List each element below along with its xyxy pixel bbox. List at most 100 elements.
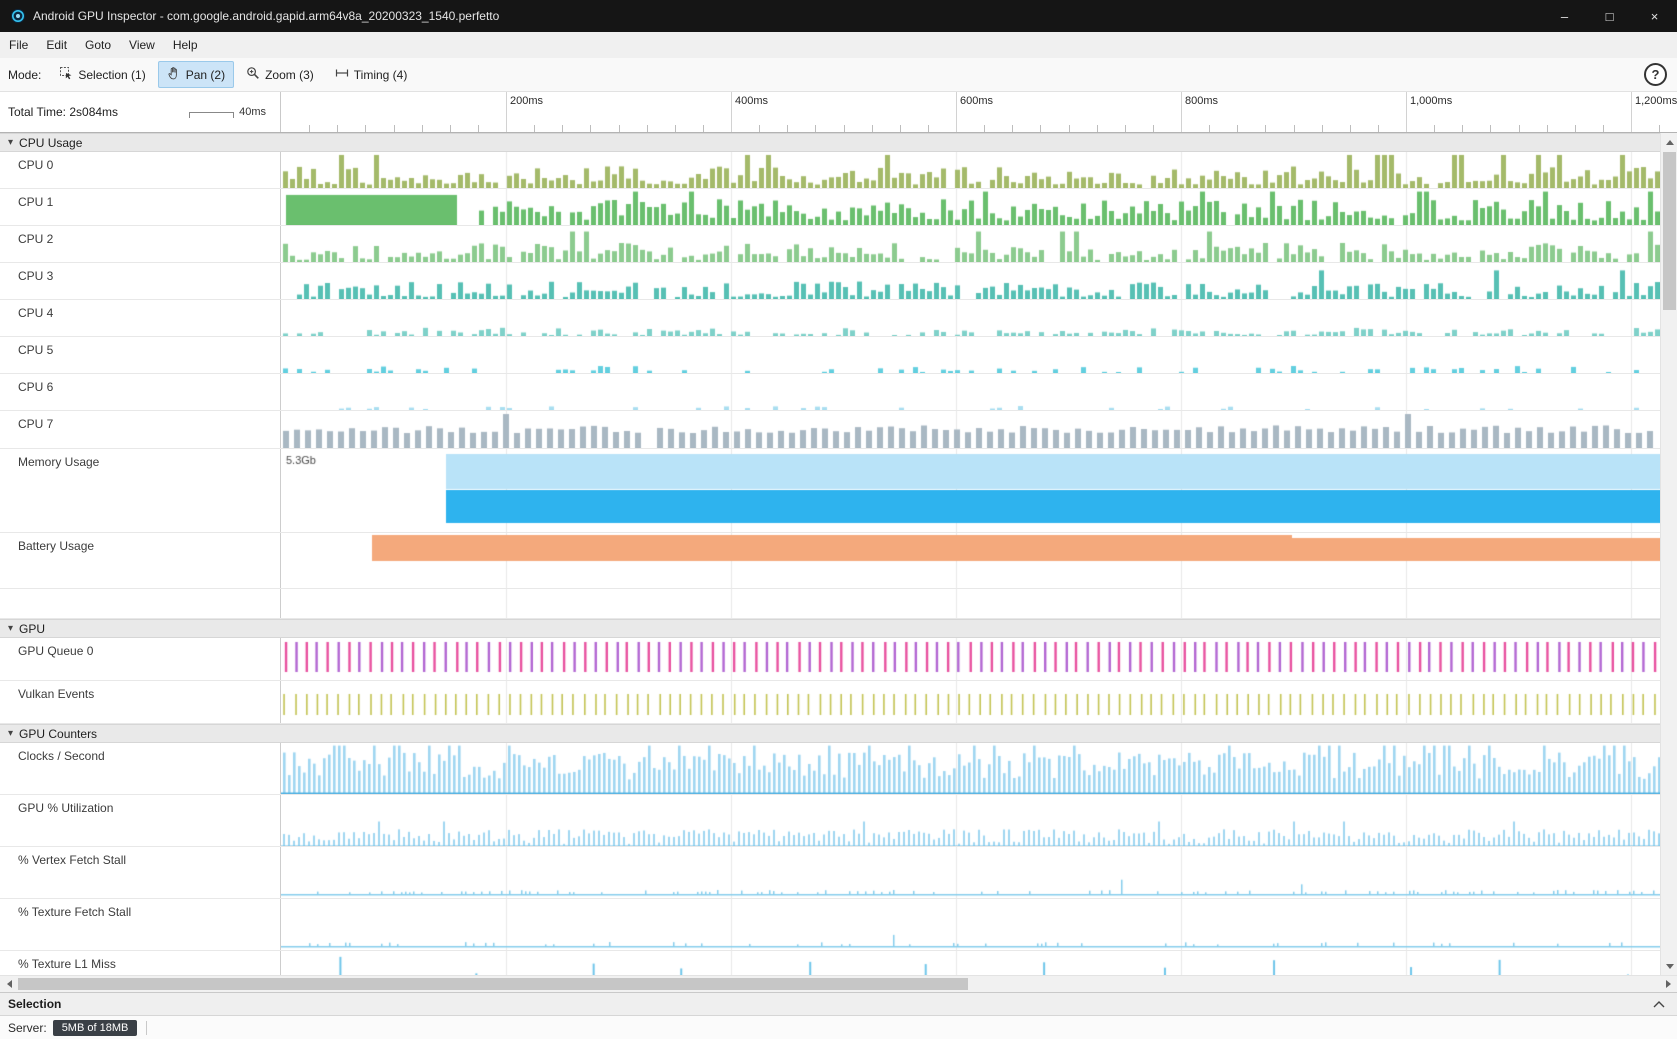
track-plot-cpu-2[interactable] xyxy=(280,226,1677,262)
track-row-memory-usage[interactable]: Memory Usage xyxy=(0,449,1677,533)
group-header-gpu[interactable]: ▾GPU xyxy=(0,619,1677,638)
track-canvas[interactable] xyxy=(281,847,1661,898)
track-canvas[interactable] xyxy=(281,263,1661,299)
menu-goto[interactable]: Goto xyxy=(85,38,112,52)
track-row-cpu-5[interactable]: CPU 5 xyxy=(0,337,1677,374)
mode-timing-button[interactable]: Timing (4) xyxy=(326,61,417,88)
track-canvas[interactable] xyxy=(281,226,1661,262)
minimize-button[interactable]: – xyxy=(1560,8,1569,24)
track-plot-gpu-queue-0[interactable] xyxy=(280,638,1677,680)
track-canvas[interactable] xyxy=(281,951,1661,975)
track-plot-memory-usage[interactable] xyxy=(280,449,1677,532)
track-row-texture-fetch-stall[interactable]: % Texture Fetch Stall xyxy=(0,899,1677,951)
track-row-texture-l1-miss[interactable]: % Texture L1 Miss xyxy=(0,951,1677,975)
arrow-right-icon xyxy=(1665,980,1675,988)
track-plot-cpu-6[interactable] xyxy=(280,374,1677,410)
track-canvas[interactable] xyxy=(281,795,1661,846)
track-row-cpu-7[interactable]: CPU 7 xyxy=(0,411,1677,449)
expand-selection-button[interactable] xyxy=(1653,1000,1665,1008)
ruler-gridline xyxy=(1631,92,1632,132)
maximize-button[interactable]: □ xyxy=(1605,8,1614,24)
mode-pan-button[interactable]: Pan (2) xyxy=(157,61,235,88)
ruler-minor-tick xyxy=(477,125,479,132)
track-plot-texture-fetch-stall[interactable] xyxy=(280,899,1677,950)
track-row-cpu-6[interactable]: CPU 6 xyxy=(0,374,1677,411)
track-canvas[interactable] xyxy=(281,533,1661,588)
ruler-minor-tick xyxy=(899,125,901,132)
track-label: Clocks / Second xyxy=(18,749,105,763)
track-row-cpu-2[interactable]: CPU 2 xyxy=(0,226,1677,263)
scroll-left-button[interactable] xyxy=(0,976,17,992)
track-plot-cpu-5[interactable] xyxy=(280,337,1677,373)
track-row-gpu-queue-0[interactable]: GPU Queue 0 xyxy=(0,638,1677,681)
track-canvas[interactable] xyxy=(281,300,1661,336)
ruler-minor-tick xyxy=(534,125,536,132)
track-plot-cpu-0[interactable] xyxy=(280,152,1677,188)
menu-view[interactable]: View xyxy=(129,38,155,52)
track-canvas[interactable] xyxy=(281,189,1661,225)
scroll-down-button[interactable] xyxy=(1661,958,1677,975)
track-row-cpu-0[interactable]: CPU 0 xyxy=(0,152,1677,189)
track-row-clocks-second[interactable]: Clocks / Second xyxy=(0,743,1677,795)
track-row-gpu-utilization[interactable]: GPU % Utilization xyxy=(0,795,1677,847)
track-plot-spacer[interactable] xyxy=(280,589,1677,618)
ruler-minor-tick xyxy=(1377,125,1379,132)
vertical-scrollbar[interactable] xyxy=(1660,133,1677,975)
horizontal-scrollbar[interactable] xyxy=(0,975,1677,992)
track-canvas[interactable] xyxy=(281,638,1661,680)
track-label: CPU 4 xyxy=(18,306,54,320)
ruler-time-label: 200ms xyxy=(510,95,544,107)
track-canvas[interactable] xyxy=(281,899,1661,950)
track-plot-gpu-utilization[interactable] xyxy=(280,795,1677,846)
track-canvas[interactable] xyxy=(281,681,1661,723)
track-canvas[interactable] xyxy=(281,337,1661,373)
ruler-minor-tick xyxy=(1012,125,1014,132)
track-row-cpu-4[interactable]: CPU 4 xyxy=(0,300,1677,337)
track-canvas[interactable] xyxy=(281,449,1661,532)
track-plot-cpu-3[interactable] xyxy=(280,263,1677,299)
scroll-up-button[interactable] xyxy=(1661,133,1677,150)
ruler-minor-tick xyxy=(1490,125,1492,132)
group-label: GPU Counters xyxy=(19,726,98,741)
menu-edit[interactable]: Edit xyxy=(46,38,68,52)
horizontal-scrollbar-thumb[interactable] xyxy=(18,978,968,990)
track-canvas[interactable] xyxy=(281,743,1661,794)
track-row-vertex-fetch-stall[interactable]: % Vertex Fetch Stall xyxy=(0,847,1677,899)
track-canvas[interactable] xyxy=(281,589,1661,618)
ruler-time-label: 1,000ms xyxy=(1410,95,1453,107)
group-header-gpu-counters[interactable]: ▾GPU Counters xyxy=(0,724,1677,743)
track-canvas[interactable] xyxy=(281,374,1661,410)
track-row-vulkan-events[interactable]: Vulkan Events xyxy=(0,681,1677,724)
collapse-triangle-icon: ▾ xyxy=(8,622,14,634)
track-plot-clocks-second[interactable] xyxy=(280,743,1677,794)
track-label: CPU 7 xyxy=(18,417,54,431)
mode-zoom-button[interactable]: Zoom (3) xyxy=(237,61,323,88)
track-plot-cpu-1[interactable] xyxy=(280,189,1677,225)
track-row-cpu-3[interactable]: CPU 3 xyxy=(0,263,1677,300)
ruler-minor-tick xyxy=(1602,125,1604,132)
track-row-battery-usage[interactable]: Battery Usage xyxy=(0,533,1677,589)
track-plot-cpu-4[interactable] xyxy=(280,300,1677,336)
menu-help[interactable]: Help xyxy=(172,38,198,52)
help-button[interactable]: ? xyxy=(1644,63,1667,86)
close-button[interactable]: × xyxy=(1650,8,1659,24)
track-row-cpu-1[interactable]: CPU 1 xyxy=(0,189,1677,226)
track-plot-battery-usage[interactable] xyxy=(280,533,1677,588)
track-plot-cpu-7[interactable] xyxy=(280,411,1677,448)
vertical-scrollbar-thumb[interactable] xyxy=(1663,152,1676,310)
group-header-cpu-usage[interactable]: ▾CPU Usage xyxy=(0,133,1677,152)
ruler-minor-tick xyxy=(421,125,423,132)
track-canvas[interactable] xyxy=(281,411,1661,448)
track-plot-vulkan-events[interactable] xyxy=(280,681,1677,723)
ruler-gridline xyxy=(506,92,507,132)
menu-file[interactable]: File xyxy=(9,38,29,52)
selection-panel-header[interactable]: Selection xyxy=(0,992,1677,1016)
track-plot-texture-l1-miss[interactable] xyxy=(280,951,1677,975)
track-plot-vertex-fetch-stall[interactable] xyxy=(280,847,1677,898)
scroll-right-button[interactable] xyxy=(1660,976,1677,992)
mode-selection-button[interactable]: Selection (1) xyxy=(50,61,154,88)
track-canvas[interactable] xyxy=(281,152,1661,188)
track-row-spacer[interactable] xyxy=(0,589,1677,619)
